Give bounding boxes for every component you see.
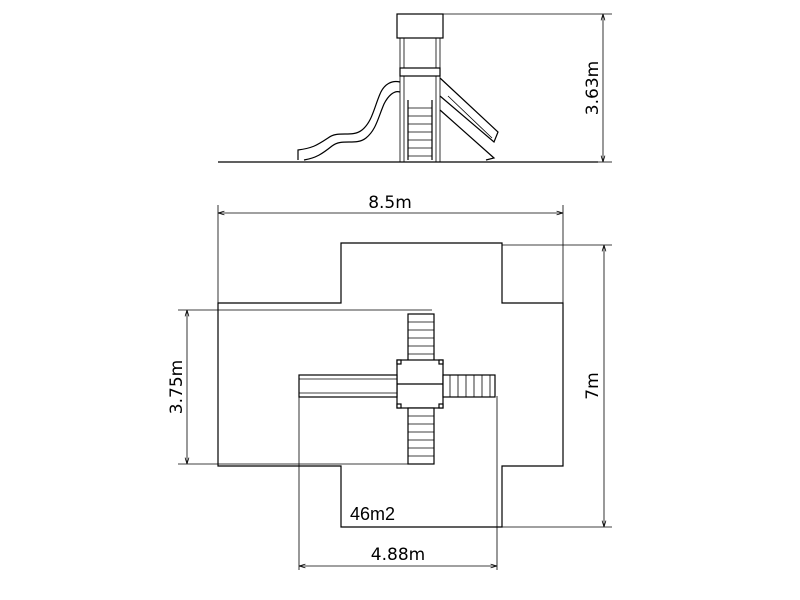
height-dimension: 3.63m [443, 13, 612, 163]
height-label: 3.63m [583, 61, 603, 115]
slide-plan [298, 374, 398, 398]
fall-zone-outline [218, 309, 498, 570]
inner-height-dimension: 3.75m [167, 309, 218, 465]
side-elevation: 3.63m [218, 13, 612, 163]
inner-width-label: 4.88m [371, 545, 425, 565]
ladder-plan-bottom [407, 407, 435, 465]
depth-dimension: 7m [583, 245, 604, 527]
straight-slide [439, 77, 499, 161]
tower-platform [399, 67, 441, 77]
area-label: 46m2 [350, 504, 395, 524]
tower-roof [396, 13, 444, 39]
ladder-plan-right [442, 374, 496, 398]
width-dimension: 8.5m [217, 193, 564, 303]
depth-label: 7m [583, 372, 603, 399]
inner-height-label: 3.75m [167, 360, 187, 414]
side-ladder [407, 100, 433, 160]
inner-width-dimension: 4.88m [299, 545, 497, 566]
width-label: 8.5m [368, 193, 412, 213]
equipment-plan [298, 313, 496, 465]
plan-view: 8.5m 7m 3.75m 4.88m 46m2 [167, 193, 612, 570]
wave-slide [297, 80, 401, 161]
